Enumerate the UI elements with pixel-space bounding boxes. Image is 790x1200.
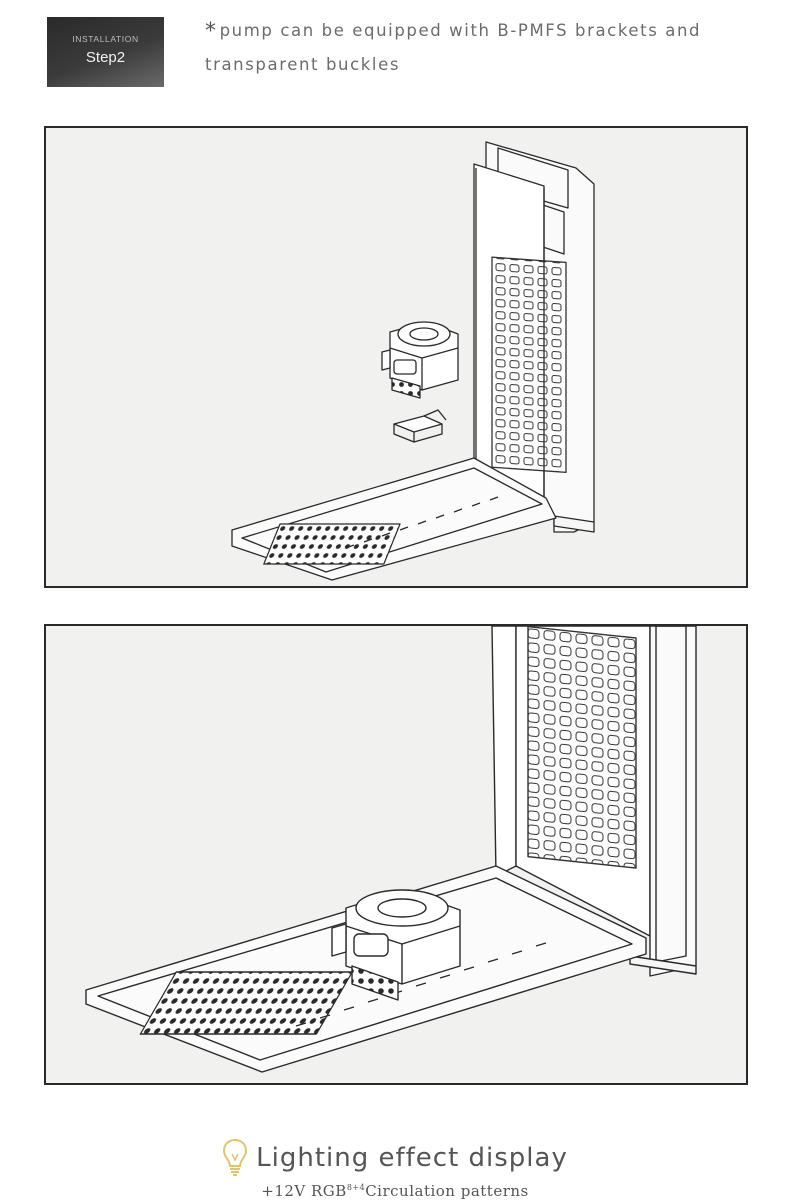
illustration-case-installed <box>85 626 697 1073</box>
lighting-heading: Lighting effect display <box>0 1128 790 1188</box>
subtitle-sup: 8+4 <box>346 1183 366 1192</box>
note-text: pump can be equipped with B-PMFS bracket… <box>205 21 702 74</box>
step-label: Step2 <box>85 49 126 66</box>
lighting-subtitle: +12V RGB8+4Circulation patterns <box>0 1182 790 1200</box>
illustration-case-exploded <box>231 141 595 581</box>
note-asterisk: * <box>205 19 218 44</box>
figure-pump-installed <box>44 624 748 1085</box>
lighting-title: Lighting effect display <box>256 1143 568 1173</box>
step-kicker: INSTALLATION <box>72 34 139 44</box>
step-badge: INSTALLATION Step2 <box>47 17 164 87</box>
figure-pump-exploded <box>44 126 748 588</box>
installation-note: *pump can be equipped with B-PMFS bracke… <box>205 14 765 81</box>
subtitle-suffix: Circulation patterns <box>365 1182 529 1200</box>
subtitle-prefix: +12V RGB <box>261 1182 347 1200</box>
lightbulb-icon <box>223 1138 248 1176</box>
